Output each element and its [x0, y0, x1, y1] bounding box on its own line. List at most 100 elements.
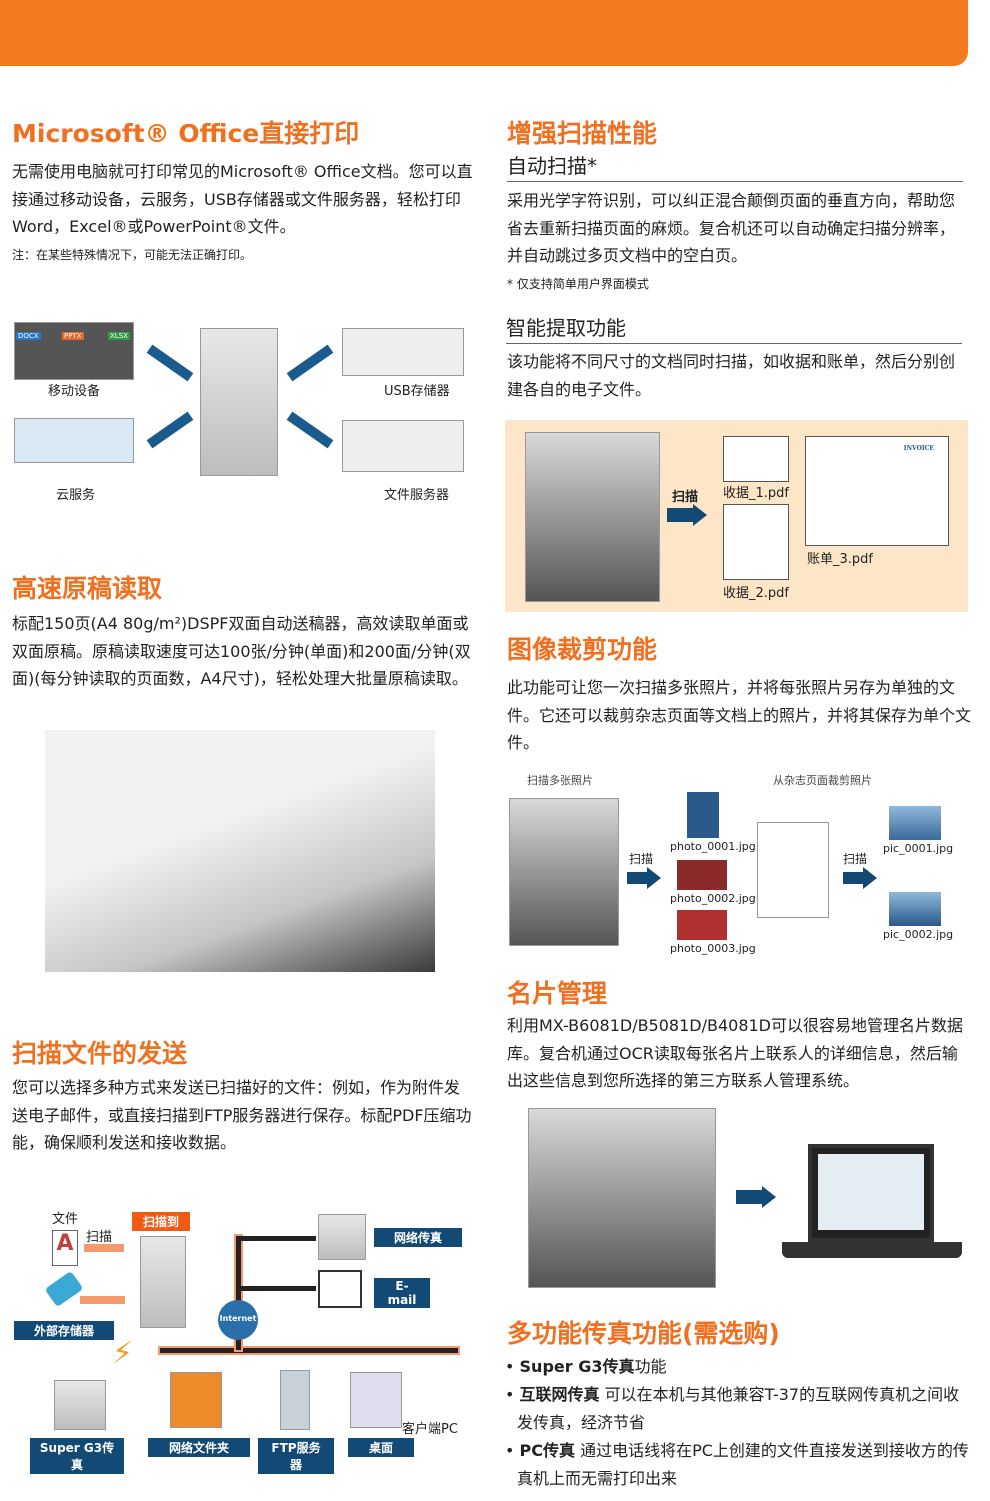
arrow-icon	[736, 1190, 762, 1204]
auto-scan-body: 采用光学字符识别，可以纠正混合颠倒页面的垂直方向，帮助您省去重新扫描页面的麻烦。…	[507, 191, 956, 265]
invoice-doc: INVOICE	[805, 436, 949, 546]
arrow-icon	[146, 344, 194, 382]
pic-1-filename: pic_0001.jpg	[883, 842, 954, 855]
usb-drive-icon	[44, 1270, 84, 1308]
fax-machine-image	[318, 1214, 366, 1260]
pic-1-thumb	[889, 806, 941, 840]
network-folder-tag: 网络文件夹	[148, 1438, 250, 1457]
scanner-open-image	[525, 432, 660, 602]
network-folder-pc-image	[170, 1372, 222, 1428]
send-diagram: 文件 A 扫描 外部存储器 扫描到 ⚡ Internet 网络传真 E-mail…	[0, 1200, 480, 1474]
send-title: 扫描文件的发送	[12, 1039, 188, 1068]
photo-1-thumb	[687, 792, 719, 838]
document-icon: A	[52, 1230, 78, 1266]
docx-tag: DOCX	[16, 332, 41, 340]
laptop-base	[782, 1242, 962, 1258]
arrow-icon	[843, 872, 863, 884]
scan-label: 扫描	[86, 1230, 113, 1245]
invoice-label: INVOICE	[903, 445, 934, 452]
label-cloud: 云服务	[56, 488, 96, 503]
highspeed-body: 标配150页(A4 80g/m²)DSPF双面自动送稿器，高效读取单面或双面原稿…	[12, 614, 471, 688]
photo-3-filename: photo_0003.jpg	[670, 942, 756, 955]
arrow-icon	[627, 872, 647, 884]
printer-image	[200, 328, 278, 476]
arrow-head-icon	[693, 504, 707, 526]
mfp-image	[140, 1236, 186, 1328]
photo-3-thumb	[677, 910, 727, 940]
fax-feature-list: • Super G3传真功能 • 互联网传真 可以在本机与其他兼容T-37的互联…	[505, 1353, 975, 1493]
scan-label-1: 扫描	[629, 852, 654, 866]
mobile-device-image	[14, 322, 134, 380]
feature-name: 互联网传真	[519, 1385, 600, 1404]
ftp-server-tag: FTP服务器	[258, 1438, 334, 1474]
lightning-icon: ⚡	[112, 1336, 134, 1371]
crop-diagram: 扫描多张照片 从杂志页面裁剪照片 扫描 photo_0001.jpg photo…	[505, 770, 975, 960]
receipt-2-filename: 收据_2.pdf	[723, 586, 789, 601]
usb-files-image	[342, 328, 464, 376]
invoice-filename: 账单_3.pdf	[807, 552, 873, 567]
pic-2-thumb	[889, 892, 941, 926]
receipt-2-doc	[723, 504, 789, 580]
desktop-tag: 桌面	[348, 1438, 414, 1457]
scan-label: 扫描	[672, 490, 699, 505]
crop-title: 图像裁剪功能	[507, 635, 658, 664]
fax-feature-item: • Super G3传真功能	[505, 1357, 667, 1376]
office-title: Microsoft® Office直接打印	[12, 119, 360, 148]
email-tag: E-mail	[374, 1278, 430, 1308]
internet-globe-icon: Internet	[218, 1300, 258, 1340]
header-bar	[0, 0, 968, 66]
g3-fax-tag: Super G3传真	[30, 1438, 124, 1474]
label-mobile: 移动设备	[48, 384, 101, 399]
feature-desc: 可以在本机与其他兼容T-37的互联网传真机之间收发传真，经济节省	[517, 1385, 960, 1432]
fax-feature-item: • PC传真 通过电话线将在PC上创建的文件直接发送到接收方的传真机上而无需打印…	[505, 1441, 969, 1488]
arrow-head-icon	[647, 867, 661, 889]
office-body: 无需使用电脑就可打印常见的Microsoft® Office文档。您可以直接通过…	[12, 162, 473, 236]
file-label: 文件	[52, 1212, 79, 1227]
photo-2-thumb	[677, 860, 727, 890]
external-storage-tag: 外部存储器	[14, 1321, 114, 1340]
smart-extract-subtitle: 智能提取功能	[506, 312, 962, 344]
feature-name: PC传真	[519, 1441, 576, 1460]
arrow-icon	[84, 1244, 124, 1252]
photo-2-filename: photo_0002.jpg	[670, 892, 756, 905]
feature-desc: 功能	[634, 1357, 667, 1376]
scan-title: 增强扫描性能	[507, 119, 658, 148]
card-body: 利用MX-B6081D/B5081D/B4081D可以很容易地管理名片数据库。复…	[507, 1016, 964, 1090]
dspf-scanner-image	[45, 730, 435, 972]
email-envelope-icon	[318, 1270, 362, 1308]
pptx-tag: PPTX	[62, 332, 84, 340]
network-line	[236, 1236, 316, 1241]
arrow-icon	[286, 344, 334, 382]
crop-body: 此功能可让您一次扫描多张照片，并将每张照片另存为单独的文件。它还可以裁剪杂志页面…	[507, 678, 972, 752]
netfax-tag: 网络传真	[374, 1228, 462, 1247]
crop-right-caption: 从杂志页面裁剪照片	[773, 774, 872, 787]
scan-label-2: 扫描	[843, 852, 868, 866]
receipt-1-doc	[723, 436, 789, 482]
g3-fax-image	[54, 1380, 106, 1430]
feature-desc: 通过电话线将在PC上创建的文件直接发送到接收方的传真机上而无需打印出来	[517, 1441, 969, 1488]
fileserver-image	[342, 420, 464, 472]
office-note: 注：在某些特殊情况下，可能无法正确打印。	[12, 248, 253, 262]
pic-2-filename: pic_0002.jpg	[883, 928, 954, 941]
client-pc-label: 客户端PC	[402, 1422, 458, 1437]
crop-left-caption: 扫描多张照片	[527, 774, 593, 787]
scanner-photos-image	[509, 798, 619, 946]
auto-scan-note: * 仅支持简单用户界面模式	[507, 277, 649, 291]
cloud-image	[14, 418, 134, 463]
arrow-icon	[146, 411, 194, 449]
network-line	[160, 1348, 458, 1353]
network-line	[236, 1286, 316, 1291]
arrow-head-icon	[762, 1186, 776, 1208]
fax-title: 多功能传真功能(需选购)	[507, 1319, 780, 1348]
scanner-business-cards-image	[528, 1108, 716, 1288]
xlsx-tag: XLSX	[108, 332, 130, 340]
label-fileserver: 文件服务器	[384, 488, 450, 503]
client-pc-image	[350, 1372, 402, 1428]
arrow-icon	[667, 508, 693, 522]
auto-scan-subtitle: 自动扫描*	[507, 150, 963, 182]
network-line	[236, 1236, 241, 1350]
feature-name: Super G3传真	[519, 1357, 635, 1376]
photo-1-filename: photo_0001.jpg	[670, 840, 756, 853]
card-title: 名片管理	[507, 979, 608, 1008]
scan-to-tag: 扫描到	[132, 1212, 190, 1231]
